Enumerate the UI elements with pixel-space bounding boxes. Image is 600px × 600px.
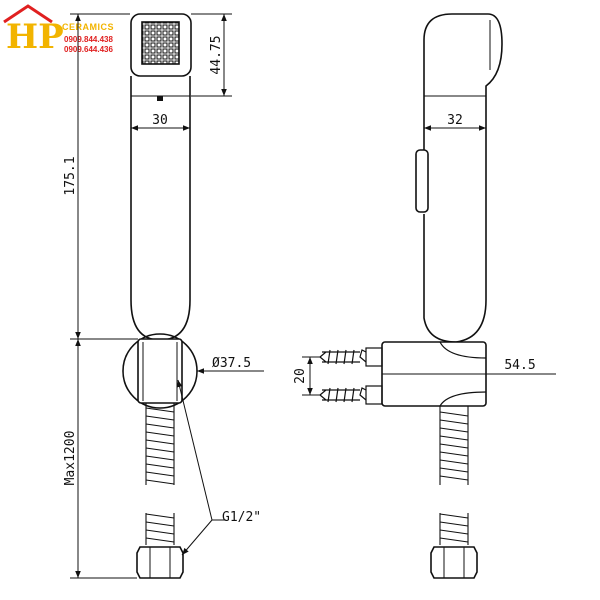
side-view — [319, 13, 503, 579]
side-hose-lower — [439, 513, 469, 545]
logo-phone-1: 0909.844.438 — [64, 35, 113, 44]
dim-holder-diameter: Ø37.5 — [212, 356, 251, 371]
side-dimensions — [302, 125, 556, 396]
dim-front-width: 30 — [152, 113, 168, 128]
side-trigger-button — [415, 149, 429, 213]
logo-brand: CERAMICS — [62, 22, 114, 32]
front-hose-lower — [145, 513, 175, 545]
front-hex-nut — [136, 546, 184, 579]
dim-total-height: 175.1 — [63, 156, 78, 195]
logo-phone-2: 0909.644.436 — [64, 45, 113, 54]
front-nozzle-grid — [141, 21, 180, 65]
dim-hose-length: Max1200 — [63, 431, 78, 486]
side-hex-nut — [430, 546, 478, 579]
upper-screw — [319, 347, 383, 367]
dim-thread-size: G1/2" — [222, 510, 261, 525]
front-hose-upper — [145, 403, 175, 485]
dim-screw-spacing: 20 — [293, 368, 308, 384]
front-spray-head — [130, 13, 192, 77]
front-view — [122, 13, 198, 579]
lower-screw — [319, 385, 383, 405]
front-holder-block — [137, 338, 183, 404]
dim-head-height: 44.75 — [209, 35, 224, 74]
front-dimensions — [70, 13, 264, 579]
dim-side-width: 32 — [447, 113, 463, 128]
house-roof-icon — [3, 4, 53, 24]
logo-initials: HP — [6, 17, 64, 57]
dim-holder-depth: 54.5 — [504, 358, 535, 373]
side-hose-upper — [439, 406, 469, 485]
brand-logo: HP CERAMICS 0909.844.438 0909.644.436 — [3, 4, 114, 57]
